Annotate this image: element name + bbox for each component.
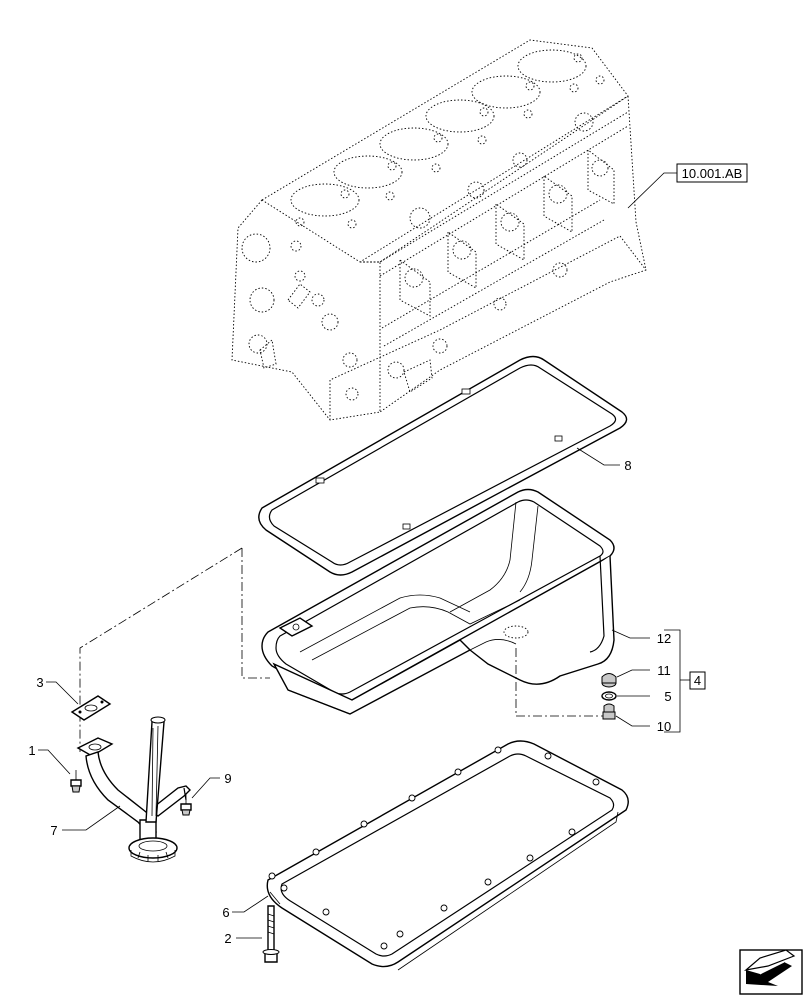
drain-plug-cap[interactable] bbox=[601, 673, 617, 688]
oil-pan-gasket[interactable] bbox=[258, 355, 628, 576]
callout-6[interactable]: 6 bbox=[222, 905, 229, 920]
kit-reference-box[interactable]: 4 bbox=[689, 671, 706, 690]
screw-9[interactable] bbox=[180, 794, 192, 816]
callout-9[interactable]: 9 bbox=[224, 771, 231, 786]
next-page-arrow-icon[interactable] bbox=[739, 949, 803, 995]
leader-3 bbox=[46, 681, 79, 705]
callout-3[interactable]: 3 bbox=[36, 675, 43, 690]
pickup-gasket[interactable] bbox=[70, 695, 112, 721]
callout-10[interactable]: 10 bbox=[657, 719, 671, 734]
drain-plug[interactable] bbox=[602, 703, 616, 720]
leader-10 bbox=[615, 715, 650, 727]
leader-9 bbox=[191, 777, 220, 799]
callout-8[interactable]: 8 bbox=[624, 458, 631, 473]
leader-8 bbox=[576, 447, 620, 466]
engine-block-phantom bbox=[231, 39, 647, 421]
dipstick-guide-tube[interactable] bbox=[145, 716, 166, 823]
alignment-line-c bbox=[515, 648, 606, 717]
kit-label: 4 bbox=[694, 673, 701, 688]
leader-7 bbox=[62, 805, 121, 831]
screw-1[interactable] bbox=[70, 770, 82, 793]
oil-pan-frame[interactable] bbox=[266, 740, 629, 971]
bolt-2[interactable] bbox=[262, 905, 280, 963]
kit-bracket bbox=[664, 629, 681, 733]
oil-suction-pipe[interactable] bbox=[76, 737, 191, 863]
reference-leader-line bbox=[627, 172, 677, 209]
callout-11[interactable]: 11 bbox=[657, 663, 671, 678]
reference-link[interactable]: 10.001.AB bbox=[676, 163, 748, 183]
sealing-washer[interactable] bbox=[601, 691, 617, 701]
callout-2[interactable]: 2 bbox=[224, 931, 231, 946]
callout-12[interactable]: 12 bbox=[657, 631, 671, 646]
callout-7[interactable]: 7 bbox=[50, 823, 57, 838]
leader-11 bbox=[616, 669, 650, 678]
leader-12 bbox=[611, 629, 650, 639]
alignment-line-a bbox=[241, 548, 270, 679]
leader-6 bbox=[232, 895, 269, 913]
callout-1[interactable]: 1 bbox=[28, 743, 35, 758]
reference-label: 10.001.AB bbox=[682, 166, 743, 181]
leader-1 bbox=[38, 749, 71, 775]
callout-5[interactable]: 5 bbox=[664, 689, 671, 704]
oil-pan[interactable] bbox=[261, 488, 615, 715]
